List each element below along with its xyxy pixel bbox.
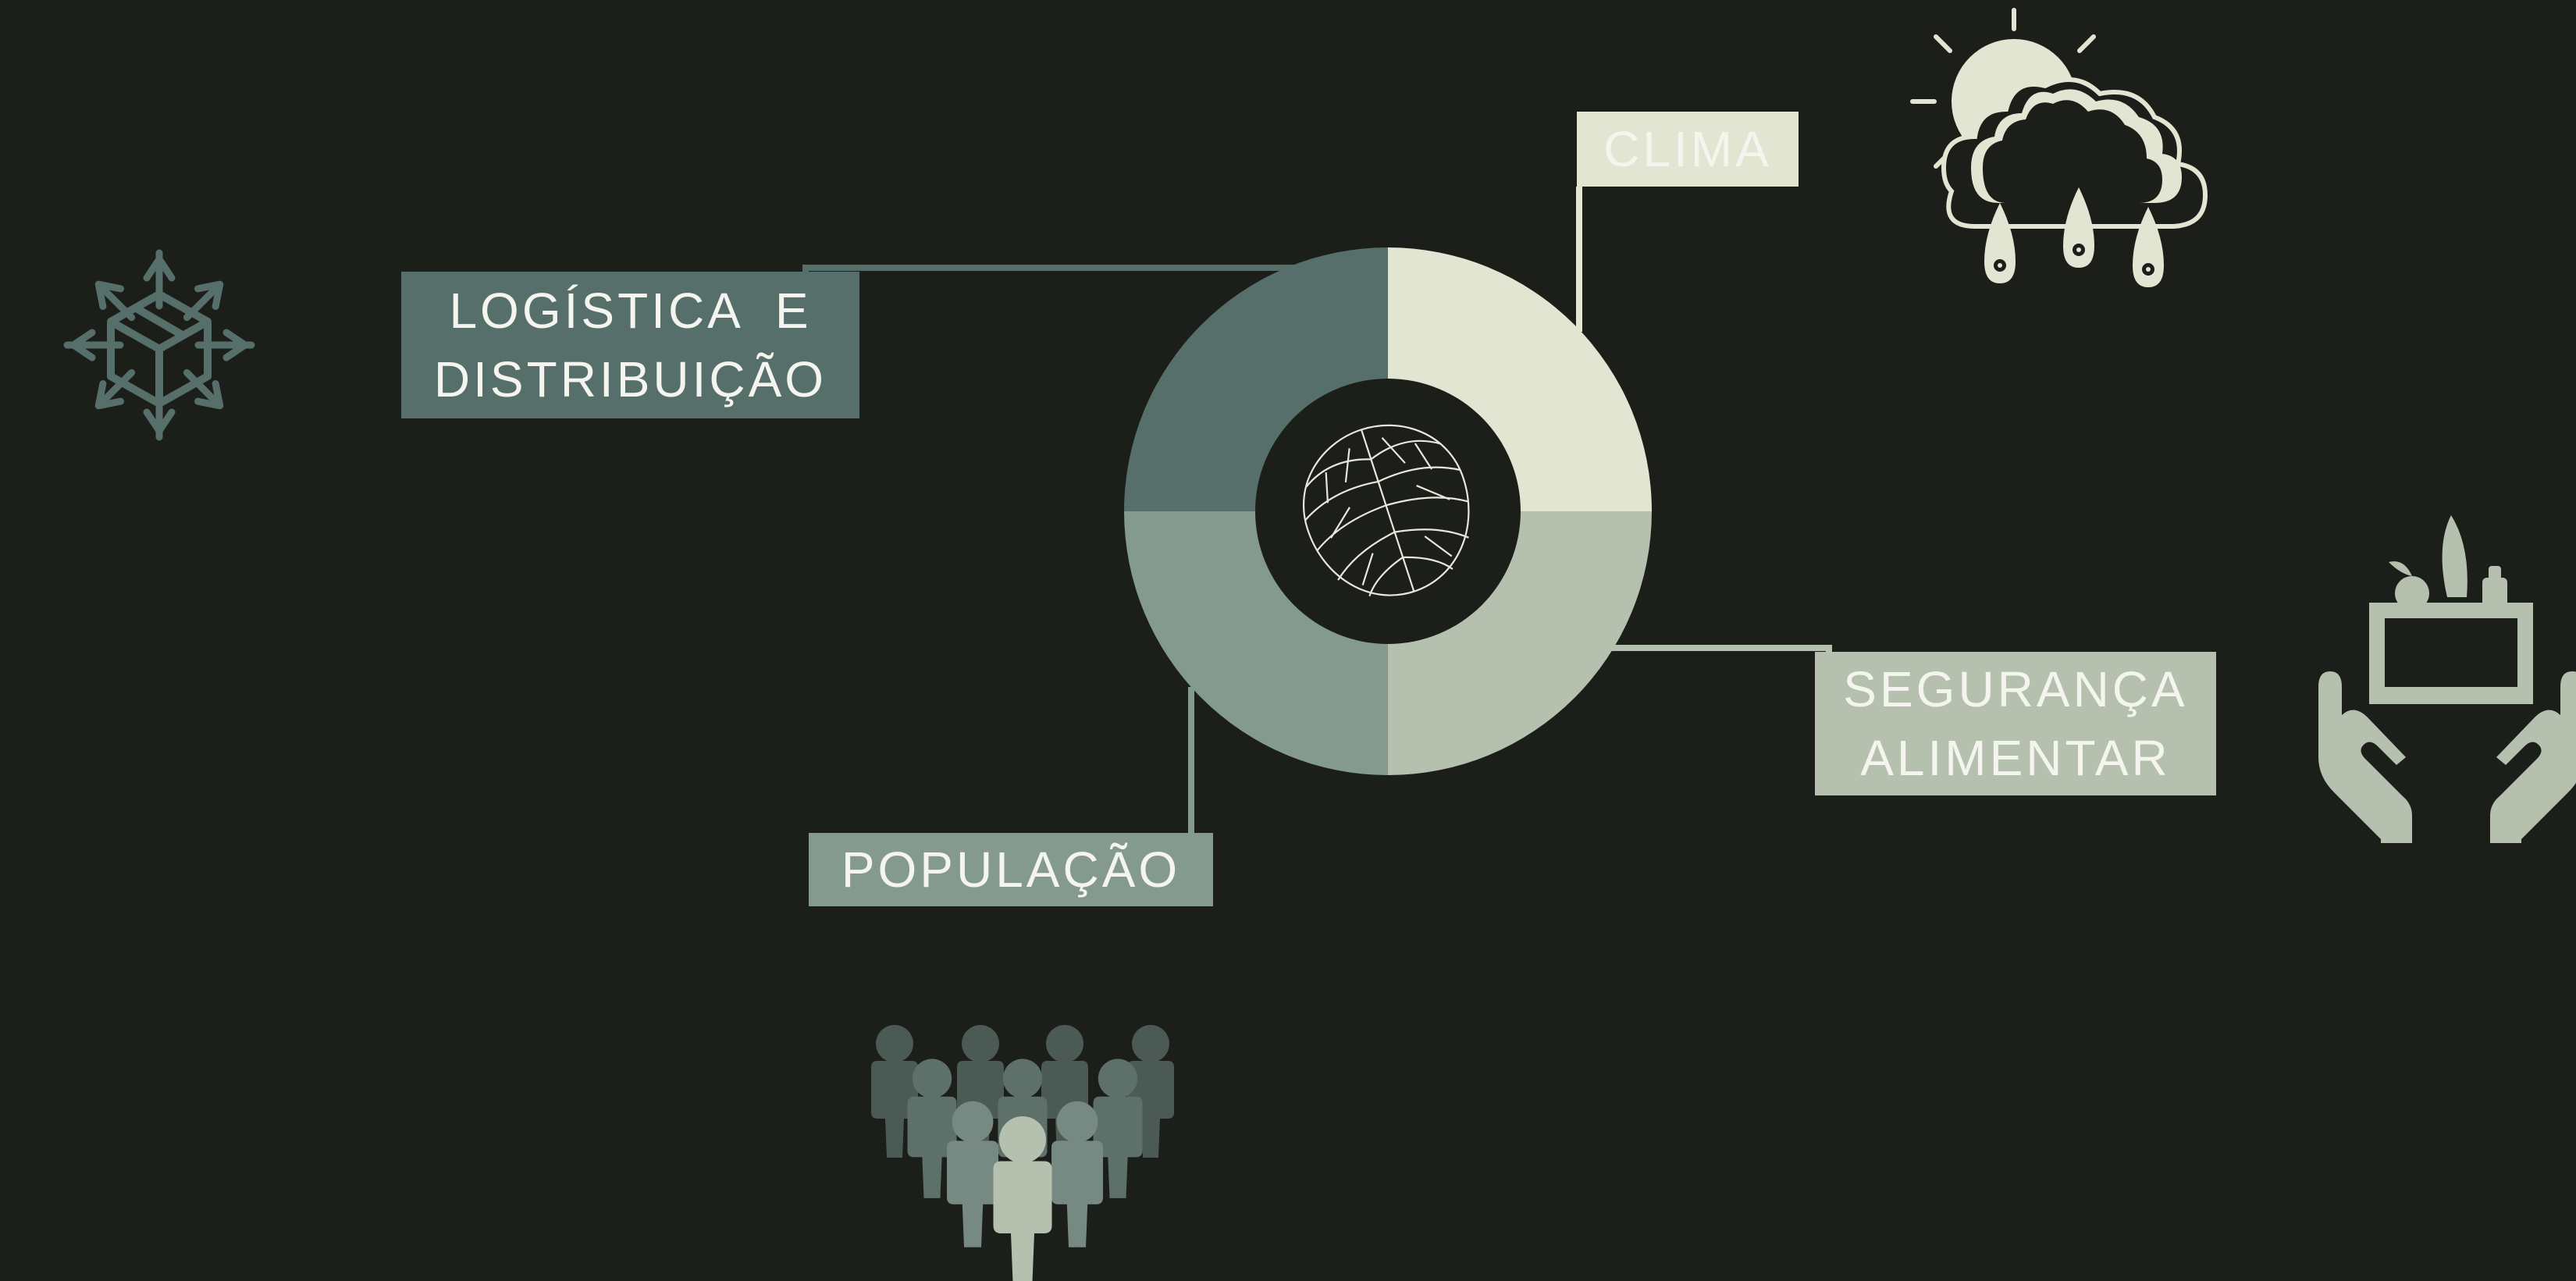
label-seguranca-line-2: ALIMENTAR [1860, 730, 2171, 786]
connector-lines [802, 187, 1832, 833]
monstera-leaf-icon [1303, 424, 1470, 596]
sun-cloud-rain-icon [1910, 8, 2208, 287]
label-clima-text: CLIMA [1603, 121, 1772, 177]
label-logistica-line-2: DISTRIBUIÇÃO [433, 351, 827, 407]
label-logistica-distribuicao: LOGÍSTICA E DISTRIBUIÇÃO [401, 272, 859, 418]
label-populacao: POPULAÇÃO [809, 833, 1213, 906]
label-clima: CLIMA [1577, 112, 1799, 187]
package-distribution-icon [62, 247, 257, 443]
label-seguranca-alimentar: SEGURANÇA ALIMENTAR [1815, 652, 2216, 795]
hands-food-box-icon [2318, 515, 2576, 843]
label-seguranca-line-1: SEGURANÇA [1843, 661, 2188, 717]
label-populacao-text: POPULAÇÃO [841, 842, 1181, 898]
connector-seguranca [1608, 645, 1832, 656]
connector-logistica [802, 265, 1296, 272]
label-logistica-line-1: LOGÍSTICA E [449, 283, 812, 339]
crowd-people-icon [871, 1025, 1174, 1281]
